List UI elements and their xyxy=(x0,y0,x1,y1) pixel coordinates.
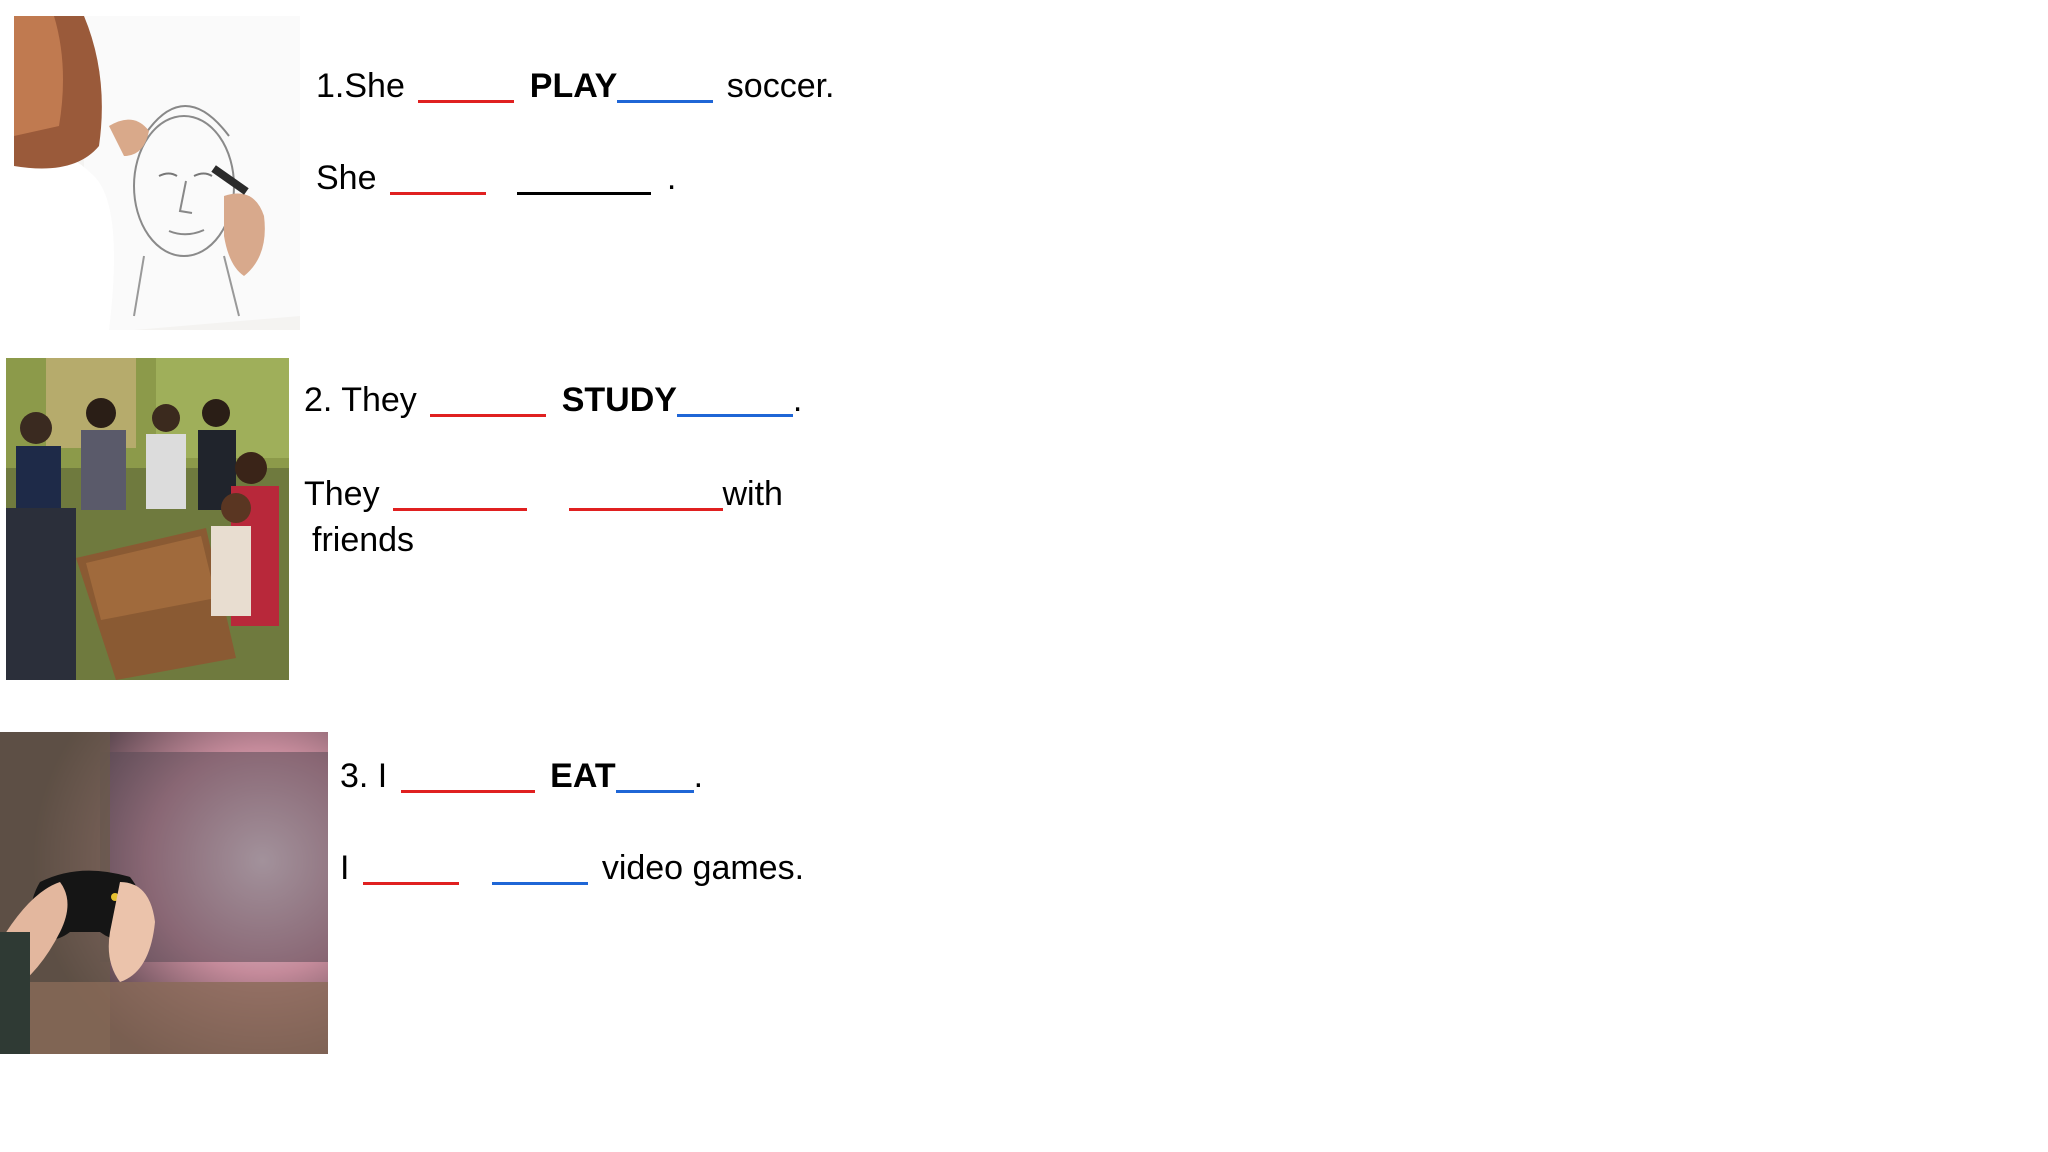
gaming-photo xyxy=(0,732,328,1054)
q1-answer-blank-2[interactable] xyxy=(517,192,652,195)
q3-prompt-line: 3. I EAT. xyxy=(340,756,703,796)
q2-answer-line-2: friends xyxy=(312,520,414,560)
q2-prompt-subject: 2. They xyxy=(304,381,417,419)
q2-answer-blank-2[interactable] xyxy=(568,508,723,511)
q2-prompt-blank-1[interactable] xyxy=(430,414,547,417)
q1-prompt-subject: 1.She xyxy=(316,67,405,105)
q2-answer-friends: friends xyxy=(312,521,415,559)
q2-answer-blank-1[interactable] xyxy=(393,508,528,511)
q3-answer-blank-2[interactable] xyxy=(492,882,589,885)
q2-answer-subject: They xyxy=(304,475,380,513)
q3-answer-subject: I xyxy=(340,849,350,887)
q1-answer-blank-1[interactable] xyxy=(389,192,486,195)
q1-prompt-line: 1.She PLAY soccer. xyxy=(316,66,835,106)
q1-answer-end: . xyxy=(666,159,677,197)
q3-prompt-end: . xyxy=(693,757,704,795)
drawing-photo xyxy=(14,16,300,330)
q1-prompt-blank-1[interactable] xyxy=(418,100,515,103)
q3-prompt-verb: EAT xyxy=(550,757,616,795)
q1-prompt-object: soccer. xyxy=(726,67,835,105)
q1-answer-subject: She xyxy=(316,159,377,197)
friends-photo xyxy=(6,358,289,680)
q3-prompt-blank-1[interactable] xyxy=(400,790,535,793)
q2-prompt-line: 2. They STUDY. xyxy=(304,380,802,420)
q2-prompt-end: . xyxy=(792,381,803,419)
q3-answer-object: video games. xyxy=(601,849,805,887)
q1-prompt-verb: PLAY xyxy=(529,67,618,105)
q2-answer-with: with xyxy=(722,475,783,513)
q2-prompt-verb: STUDY xyxy=(561,381,677,419)
q3-prompt-subject: 3. I xyxy=(340,757,388,795)
q1-answer-line: She . xyxy=(316,158,676,198)
q3-prompt-blank-2[interactable] xyxy=(615,790,694,793)
q2-prompt-blank-2[interactable] xyxy=(676,414,793,417)
q1-prompt-blank-2[interactable] xyxy=(617,100,714,103)
q3-answer-blank-1[interactable] xyxy=(362,882,459,885)
q3-answer-line: I video games. xyxy=(340,848,804,888)
q2-answer-line: They with xyxy=(304,474,783,514)
